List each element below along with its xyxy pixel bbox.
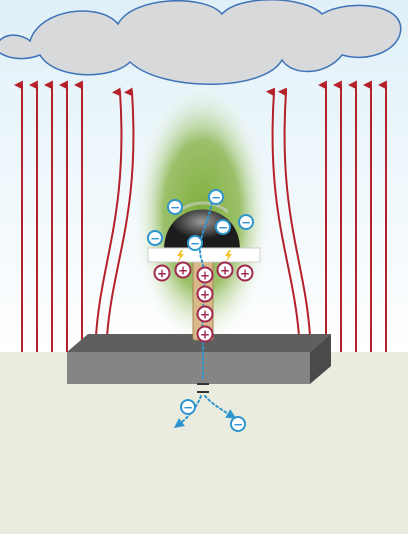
- collector-plate: [147, 247, 261, 263]
- negative-charge: −: [215, 219, 231, 235]
- svg-text:+: +: [200, 308, 210, 322]
- positive-charge: +: [216, 261, 234, 279]
- positive-charge: +: [196, 305, 214, 323]
- positive-charge: +: [196, 285, 214, 303]
- negative-charge: −: [238, 214, 254, 230]
- svg-text:+: +: [200, 269, 210, 283]
- field-line: [277, 87, 311, 337]
- field-line: [106, 87, 135, 337]
- svg-text:+: +: [240, 267, 250, 281]
- negative-charge: −: [180, 399, 196, 415]
- ground-terminal: [197, 383, 209, 393]
- discharge-path-left: [174, 395, 202, 429]
- ground-block: [67, 334, 331, 384]
- svg-text:−: −: [183, 401, 193, 415]
- field-line: [265, 87, 300, 337]
- field-line: [95, 87, 123, 337]
- negative-charge: −: [167, 199, 183, 215]
- negative-charges: −−−−−−−−: [147, 189, 254, 432]
- positive-charge: +: [196, 266, 214, 284]
- storm-cloud: [0, 0, 402, 85]
- lightning-bolt-icon: [225, 250, 232, 262]
- svg-text:−: −: [170, 201, 180, 215]
- negative-charge: −: [147, 230, 163, 246]
- svg-text:−: −: [211, 191, 221, 205]
- block-front-face: [67, 352, 310, 384]
- block-side-face: [310, 334, 331, 384]
- lightning-bolt-icon: [177, 250, 184, 262]
- discharge-path: [174, 197, 237, 429]
- positive-charge: +: [236, 264, 254, 282]
- svg-text:−: −: [218, 221, 228, 235]
- svg-text:−: −: [233, 418, 243, 432]
- discharge-path-right: [204, 395, 237, 419]
- svg-text:+: +: [200, 328, 210, 342]
- svg-text:+: +: [178, 264, 188, 278]
- positive-charge: +: [174, 261, 192, 279]
- negative-charge: −: [187, 235, 203, 251]
- svg-text:−: −: [150, 232, 160, 246]
- positive-charge: +: [153, 264, 171, 282]
- svg-text:+: +: [200, 288, 210, 302]
- electric-field-lines: [13, 80, 387, 352]
- positive-charges: + + + + + + + +: [153, 261, 254, 343]
- negative-charge: −: [208, 189, 224, 205]
- positive-charge: +: [196, 325, 214, 343]
- discharge-path-upper: [199, 197, 213, 338]
- svg-text:−: −: [190, 237, 200, 251]
- negative-charge: −: [230, 416, 246, 432]
- svg-text:+: +: [157, 267, 167, 281]
- block-top-face: [67, 334, 331, 352]
- svg-text:−: −: [241, 216, 251, 230]
- svg-text:+: +: [220, 264, 230, 278]
